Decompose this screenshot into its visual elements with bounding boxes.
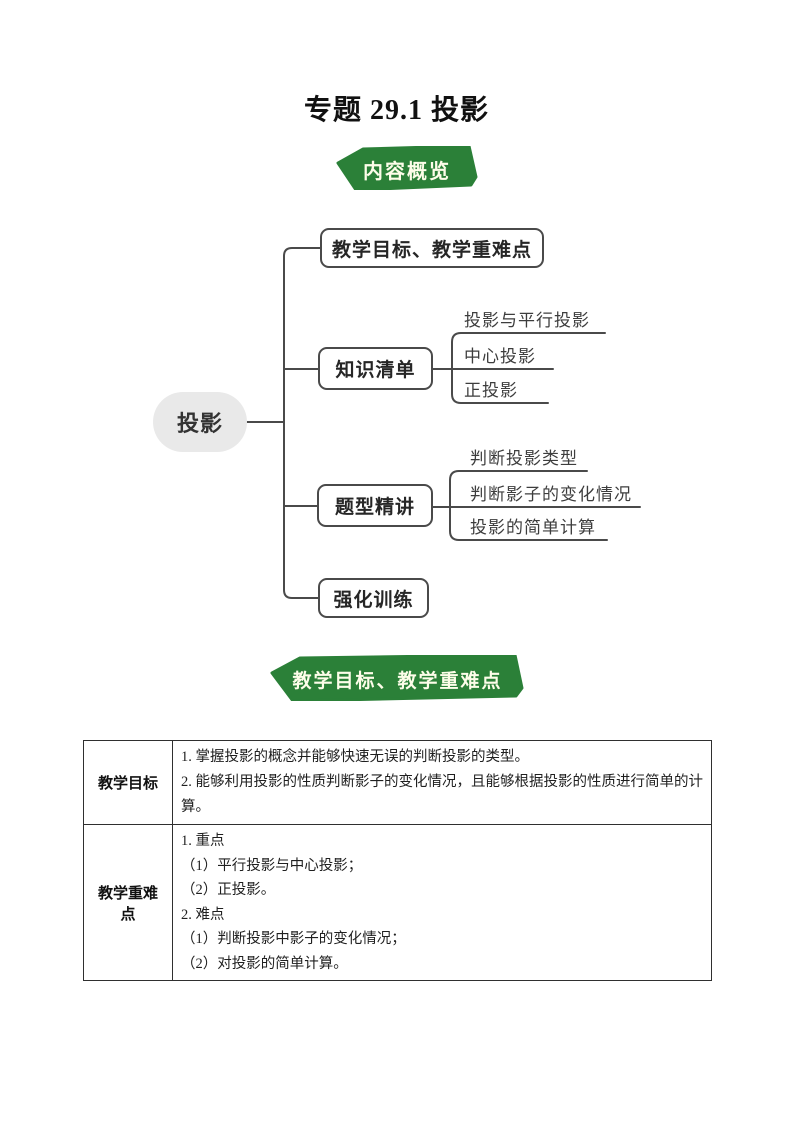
mindmap-branch-training: 强化训练 (318, 578, 429, 618)
overview-banner: 内容概览 (336, 146, 478, 190)
key-point-line: 1. 重点 (181, 833, 225, 849)
mindmap-leaf-orthographic-projection: 正投影 (464, 381, 518, 400)
objectives-banner: 教学目标、教学重难点 (270, 655, 525, 701)
key-point-line: （1）判断投影中影子的变化情况； (181, 931, 406, 947)
key-point-line: 2. 难点 (181, 906, 225, 923)
key-point-line: （2）正投影。 (181, 882, 276, 898)
mindmap-leaf-central-projection: 中心投影 (464, 347, 536, 366)
objectives-table: 教学目标 1. 掌握投影的概念并能够快速无误的判断投影的类型。 2. 能够利用投… (83, 740, 712, 981)
mindmap-root-node: 投影 (153, 392, 247, 452)
key-point-line: （2）对投影的简单计算。 (181, 955, 348, 972)
ribbon-banner-shape-icon (270, 655, 524, 701)
page-title: 专题 29.1 投影 (303, 95, 489, 126)
key-point-line: （1）平行投影与中心投影； (181, 857, 363, 874)
mindmap-leaf-shadow-change: 判断影子的变化情况 (470, 485, 632, 504)
table-row: 教学目标 1. 掌握投影的概念并能够快速无误的判断投影的类型。 2. 能够利用投… (83, 740, 712, 825)
objective-line: 2. 能够利用投影的性质判断影子的变化情况，且能够根据投影的性质进行简单的计算。 (181, 774, 703, 815)
objectives-banner-label: 教学目标、教学重难点 (292, 670, 503, 692)
mindmap-branch-objectives: 教学目标、教学重难点 (320, 228, 544, 268)
row-header-objectives: 教学目标 (83, 740, 173, 825)
mindmap-branch-knowledge-list: 知识清单 (318, 347, 433, 390)
mindmap-branch-problem-types: 题型精讲 (317, 484, 433, 527)
row-header-key-points: 教学重难点 (83, 824, 173, 981)
table-row: 教学重难点 1. 重点 （1）平行投影与中心投影； （2）正投影。 2. 难点 … (83, 824, 712, 981)
row-body-objectives: 1. 掌握投影的概念并能够快速无误的判断投影的类型。 2. 能够利用投影的性质判… (172, 740, 712, 825)
mindmap-leaf-simple-calculation: 投影的简单计算 (470, 518, 596, 537)
mindmap-leaf-judge-projection-type: 判断投影类型 (470, 449, 578, 468)
objective-line: 1. 掌握投影的概念并能够快速无误的判断投影的类型。 (181, 749, 529, 765)
overview-banner-label: 内容概览 (363, 160, 451, 183)
mindmap-leaf-parallel-projection: 投影与平行投影 (464, 311, 590, 330)
ribbon-banner-shape-icon (336, 146, 478, 190)
row-body-key-points: 1. 重点 （1）平行投影与中心投影； （2）正投影。 2. 难点 （1）判断投… (172, 824, 712, 981)
